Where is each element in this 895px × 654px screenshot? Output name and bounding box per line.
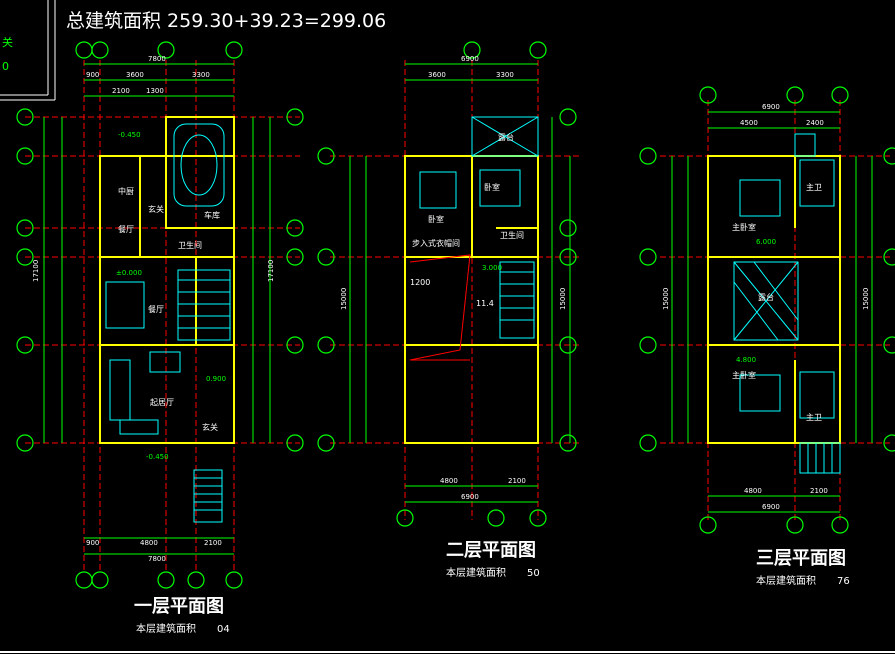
svg-text:2100: 2100	[810, 487, 828, 495]
svg-text:主卧室: 主卧室	[732, 370, 756, 380]
svg-text:900: 900	[86, 539, 99, 547]
svg-text:4.800: 4.800	[736, 356, 756, 364]
svg-text:15000: 15000	[340, 288, 348, 310]
svg-text:卧室: 卧室	[484, 182, 500, 192]
second-floor-plan: 6900 3600 3300 4800 2100 6900 15000 1500…	[317, 41, 580, 579]
svg-text:6900: 6900	[461, 55, 479, 63]
svg-text:主卧室: 主卧室	[732, 222, 756, 232]
svg-text:1200: 1200	[410, 278, 430, 287]
svg-text:-0.450: -0.450	[118, 131, 141, 139]
second-floor-area-value: 50	[527, 568, 540, 579]
svg-text:900: 900	[86, 71, 99, 79]
svg-text:17100: 17100	[32, 260, 40, 282]
svg-text:3300: 3300	[192, 71, 210, 79]
svg-text:7800: 7800	[148, 555, 166, 563]
third-floor-title: 三层平面图	[756, 548, 846, 569]
svg-text:主卫: 主卫	[806, 182, 822, 192]
svg-text:4800: 4800	[440, 477, 458, 485]
svg-text:15000: 15000	[862, 288, 870, 310]
second-floor-title: 二层平面图	[446, 540, 536, 561]
third-floor-plan: 6900 4500 2400 4800 2100 6900 15000 1500…	[639, 86, 895, 587]
svg-text:0.900: 0.900	[206, 375, 226, 383]
first-floor-plan: 7800 900 3600 3300 2100 1300 900 4800 21…	[16, 41, 304, 635]
svg-text:1300: 1300	[146, 87, 164, 95]
svg-text:车库: 车库	[204, 210, 220, 220]
svg-text:中厨: 中厨	[118, 186, 134, 196]
svg-text:2100: 2100	[508, 477, 526, 485]
svg-text:玄关: 玄关	[148, 204, 164, 214]
svg-text:17100: 17100	[267, 260, 275, 282]
svg-text:15000: 15000	[662, 288, 670, 310]
svg-text:露台: 露台	[758, 292, 774, 302]
svg-text:露台: 露台	[498, 132, 514, 142]
first-floor-area-label: 本层建筑面积	[136, 622, 196, 635]
svg-text:4800: 4800	[140, 539, 158, 547]
svg-text:3600: 3600	[428, 71, 446, 79]
svg-text:7800: 7800	[148, 55, 166, 63]
svg-text:卧室: 卧室	[428, 214, 444, 224]
svg-text:主卫: 主卫	[806, 412, 822, 422]
corner-label-2: 0	[2, 60, 9, 73]
svg-text:步入式衣帽间: 步入式衣帽间	[412, 238, 460, 248]
svg-text:3600: 3600	[126, 71, 144, 79]
third-floor-area-label: 本层建筑面积	[756, 574, 816, 587]
svg-text:-0.450: -0.450	[146, 453, 169, 461]
svg-text:6900: 6900	[762, 103, 780, 111]
svg-text:餐厅: 餐厅	[118, 225, 134, 234]
title-block-fragment: 关 0	[0, 0, 56, 101]
svg-text:15000: 15000	[559, 288, 567, 310]
third-floor-area-value: 76	[837, 576, 850, 587]
svg-text:6900: 6900	[461, 493, 479, 501]
svg-text:4500: 4500	[740, 119, 758, 127]
svg-text:3.000: 3.000	[482, 264, 502, 272]
corner-label-1: 关	[2, 35, 13, 49]
svg-text:3300: 3300	[496, 71, 514, 79]
svg-text:玄关: 玄关	[202, 422, 218, 432]
svg-text:4800: 4800	[744, 487, 762, 495]
first-floor-area-value: 04	[217, 624, 230, 635]
first-floor-title: 一层平面图	[134, 596, 224, 617]
total-area-header: 总建筑面积 259.30+39.23=299.06	[66, 10, 386, 32]
svg-text:2400: 2400	[806, 119, 824, 127]
svg-text:6.000: 6.000	[756, 238, 776, 246]
svg-text:±0.000: ±0.000	[116, 269, 142, 277]
svg-text:卫生间: 卫生间	[500, 230, 524, 240]
svg-text:餐厅: 餐厅	[148, 305, 164, 314]
second-floor-area-label: 本层建筑面积	[446, 566, 506, 579]
svg-text:2100: 2100	[204, 539, 222, 547]
svg-text:卫生间: 卫生间	[178, 240, 202, 250]
svg-text:6900: 6900	[762, 503, 780, 511]
svg-text:2100: 2100	[112, 87, 130, 95]
svg-text:11.4: 11.4	[476, 299, 494, 308]
svg-text:起居厅: 起居厅	[150, 398, 174, 407]
